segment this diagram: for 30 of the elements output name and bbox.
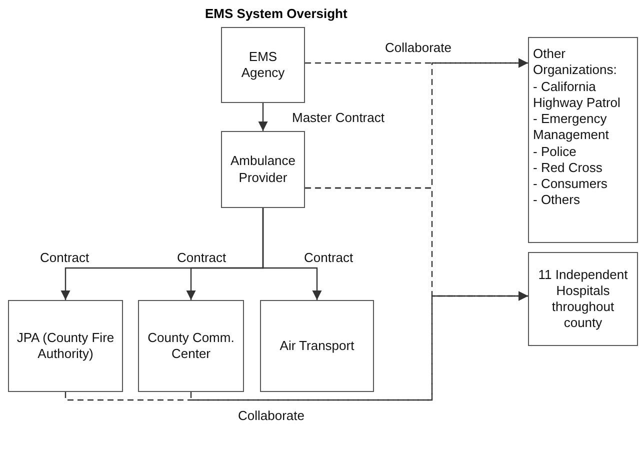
process-box	[221, 131, 305, 208]
box-text: - Others	[533, 192, 580, 208]
box-text: Ambulance Provider	[229, 153, 297, 186]
edge-label: Collaborate	[383, 40, 454, 55]
box-text: - Red Cross	[533, 160, 602, 176]
box-text: - Emergency Management	[533, 111, 610, 144]
box-text: Other Organizations:	[533, 46, 618, 78]
edge-label: Collaborate	[236, 408, 306, 423]
box-text: 11 Independent Hospitals throughout county	[537, 266, 629, 332]
dashed-arrow	[190, 291, 528, 401]
box-text: - Consumers	[533, 176, 608, 192]
box-text: EMS Agency	[240, 48, 286, 82]
edge-label: Master Contract	[290, 110, 386, 125]
process-box	[221, 27, 305, 103]
box-text: County Comm. Center	[146, 330, 236, 362]
box-text: - Police	[533, 144, 576, 160]
arrow	[258, 103, 268, 131]
process-box	[8, 300, 123, 392]
edge-label: Contract	[175, 250, 228, 265]
edge-label: Contract	[302, 250, 356, 265]
diagram-title: EMS System Oversight	[205, 6, 348, 21]
arrow	[262, 208, 322, 300]
box-text: JPA (County Fire Authority)	[16, 330, 116, 362]
process-box	[528, 252, 638, 346]
process-box	[528, 37, 638, 243]
box-text: Air Transport	[280, 338, 354, 354]
process-box	[260, 300, 374, 392]
edge-label: Contract	[38, 250, 92, 265]
box-text: - California Highway Patrol	[533, 78, 622, 111]
process-box	[138, 300, 244, 392]
